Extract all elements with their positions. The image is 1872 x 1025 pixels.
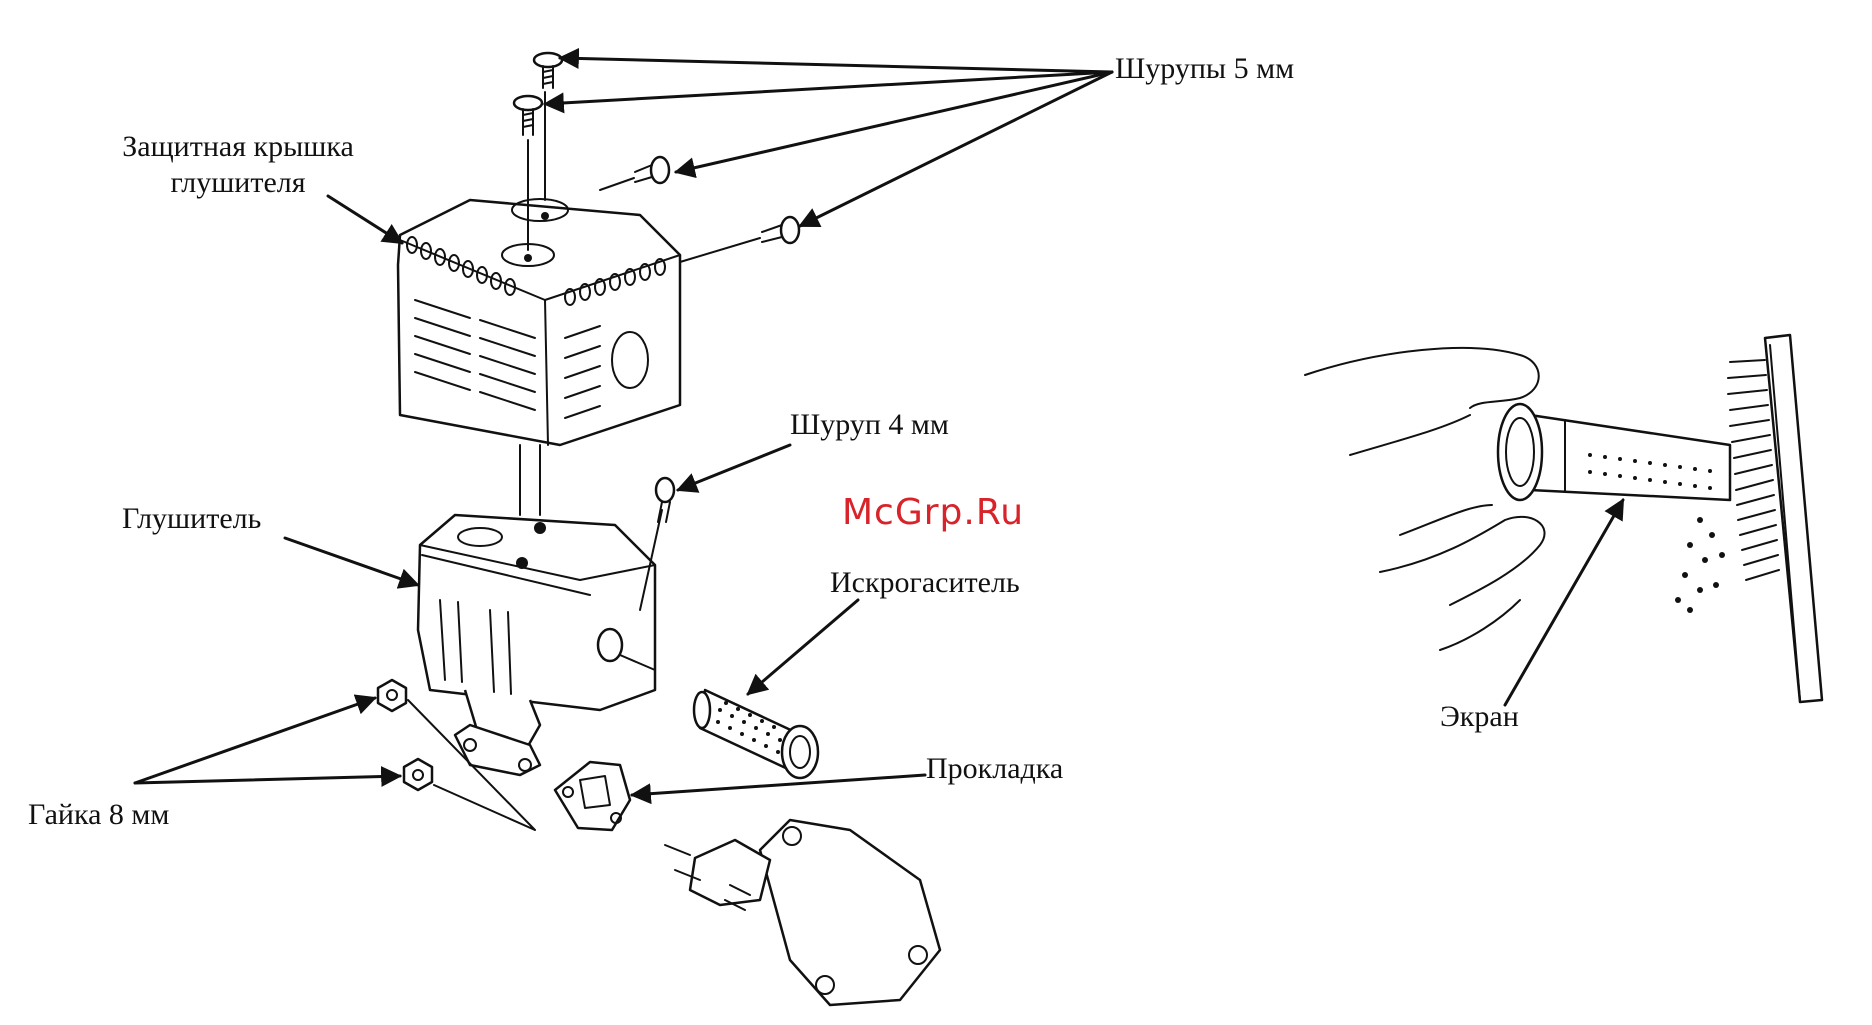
muffler-cover: [398, 199, 680, 445]
label-nut-8mm: Гайка 8 мм: [28, 798, 169, 831]
screw-5mm-second: [514, 96, 542, 135]
label-screw-4mm: Шуруп 4 мм: [790, 408, 949, 441]
spark-arrester: [694, 690, 818, 778]
muffler-body: [418, 445, 655, 775]
cleaning-illustration: [1305, 335, 1822, 702]
nut-8mm-lower: [404, 759, 432, 790]
engine-exhaust-flange: [665, 820, 940, 1005]
label-screws-5mm: Шурупы 5 мм: [1115, 52, 1294, 85]
screw-4mm: [640, 478, 674, 610]
label-spark-arrester: Искрогаситель: [830, 566, 1020, 599]
label-gasket: Прокладка: [926, 752, 1063, 785]
nut-8mm-upper: [378, 680, 406, 711]
screw-5mm-side-2: [762, 217, 799, 243]
label-screen: Экран: [1440, 700, 1519, 733]
label-muffler-cover-line1: Защитная крышка: [88, 130, 388, 163]
label-muffler-cover-line2: глушителя: [88, 166, 388, 199]
screw-5mm-side-1: [635, 157, 669, 183]
watermark: McGrp.Ru: [842, 492, 1024, 533]
gasket: [555, 762, 630, 830]
screw-5mm-top: [534, 53, 562, 88]
label-muffler: Глушитель: [122, 502, 261, 535]
